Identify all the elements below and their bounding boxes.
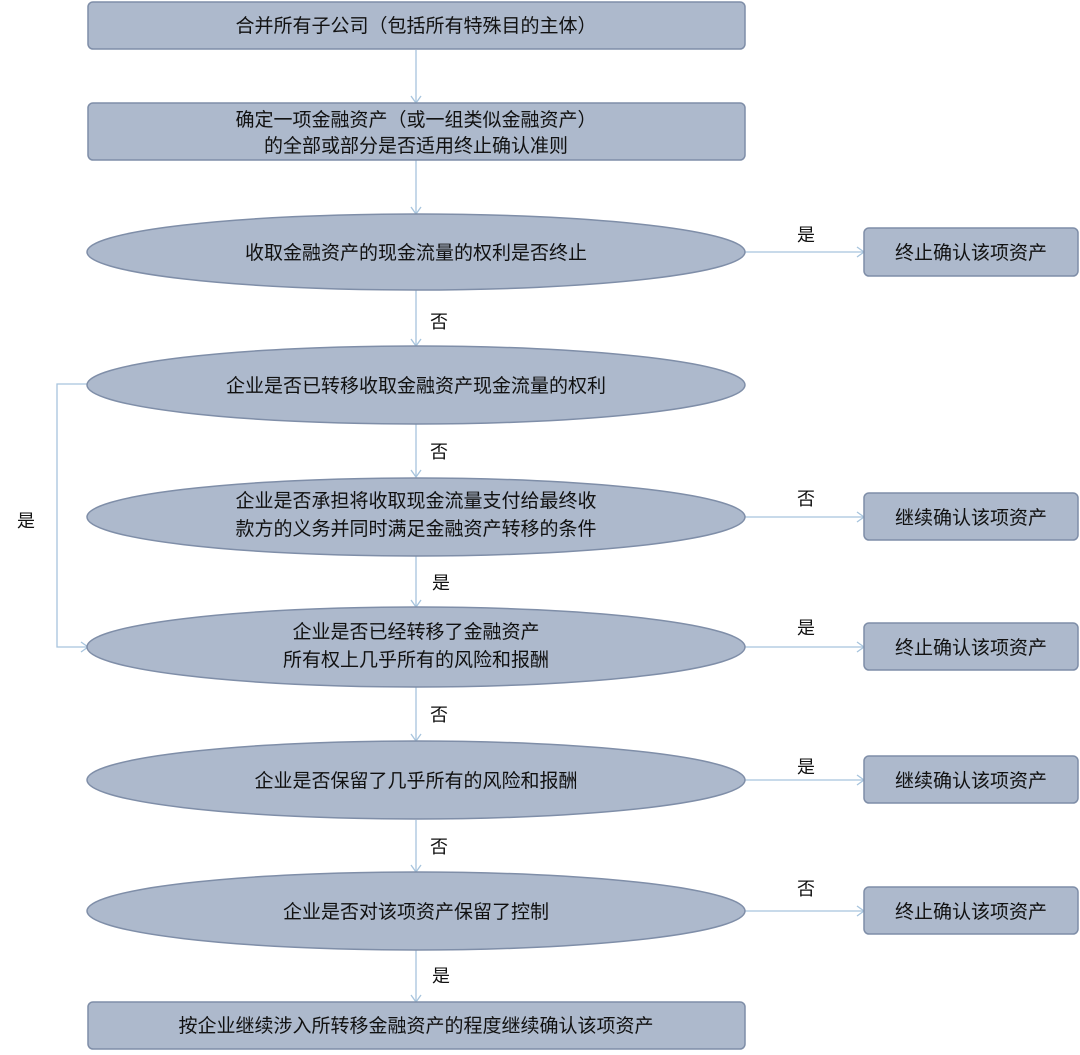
result-derecognize-3-label: 终止确认该项资产 <box>895 901 1047 923</box>
decision-pass-through-obligation <box>86 477 746 557</box>
result-continue-1 <box>863 492 1079 541</box>
edge-label-d1-no: 否 <box>430 312 448 333</box>
decision-risks-rewards-retained-label: 企业是否保留了几乎所有的风险和报酬 <box>254 770 577 792</box>
start-box-label: 合并所有子公司（包括所有特殊目的主体） <box>235 15 596 37</box>
connectors <box>56 50 866 1004</box>
edge-label-d5-yes: 是 <box>797 757 815 778</box>
continuing-involvement-box-label: 按企业继续涉入所转移金融资产的程度继续确认该项资产 <box>178 1015 653 1037</box>
decision-cashflow-rights-terminated-label: 收取金融资产的现金流量的权利是否终止 <box>245 242 587 264</box>
result-derecognize-3 <box>863 886 1079 935</box>
edge-label-d1-yes: 是 <box>797 225 815 246</box>
edge-label-d3-no: 否 <box>797 489 815 510</box>
edge-label-d2-no: 否 <box>430 442 448 463</box>
decision-cashflow-rights-terminated <box>86 213 746 291</box>
result-derecognize-2-label: 终止确认该项资产 <box>895 637 1047 659</box>
result-derecognize-2 <box>863 622 1079 671</box>
result-derecognize-1-label: 终止确认该项资产 <box>895 242 1047 264</box>
arrowhead <box>410 469 422 479</box>
decision-risks-rewards-transferred-label-line2: 所有权上几乎所有的风险和报酬 <box>283 649 549 671</box>
result-continue-2 <box>863 755 1079 804</box>
edge-label-d6-yes: 是 <box>432 966 450 987</box>
result-continue-2-label: 继续确认该项资产 <box>895 770 1047 792</box>
edge-label-d3-yes: 是 <box>432 573 450 594</box>
decision-risks-rewards-retained <box>86 740 746 820</box>
decision-rights-transferred-label: 企业是否已转移收取金融资产现金流量的权利 <box>226 375 606 397</box>
edge-label-d2-yes: 是 <box>17 511 35 532</box>
edge-labels: 是 否 是 否 否 是 是 否 是 否 否 是 <box>17 225 815 987</box>
result-continue-1-label: 继续确认该项资产 <box>895 507 1047 529</box>
decision-control-retained-label: 企业是否对该项资产保留了控制 <box>283 901 549 923</box>
continuing-involvement-box <box>87 1001 746 1050</box>
decision-pass-through-obligation-label-line1: 企业是否承担将收取现金流量支付给最终收 <box>235 490 596 512</box>
connector-d2-d4-loop <box>56 383 89 648</box>
edge-label-d6-no: 否 <box>797 879 815 900</box>
start-box <box>87 1 746 50</box>
scope-box-label-line2: 的全部或部分是否适用终止确认准则 <box>264 135 568 157</box>
decision-control-retained <box>86 871 746 951</box>
edge-label-d4-no: 否 <box>430 705 448 726</box>
decision-pass-through-obligation-label-line2: 款方的义务并同时满足金融资产转移的条件 <box>235 518 596 540</box>
decision-rights-transferred <box>86 345 746 425</box>
scope-box-label-line1: 确定一项金融资产（或一组类似金融资产） <box>235 109 596 131</box>
edge-label-d4-yes: 是 <box>797 618 815 639</box>
nodes: 合并所有子公司（包括所有特殊目的主体） 确定一项金融资产（或一组类似金融资产） … <box>86 1 1079 1050</box>
result-derecognize-1 <box>863 227 1079 277</box>
decision-risks-rewards-transferred-label-line1: 企业是否已经转移了金融资产 <box>292 621 539 643</box>
decision-risks-rewards-transferred <box>86 606 746 688</box>
scope-box <box>87 102 746 161</box>
edge-label-d5-no: 否 <box>430 837 448 858</box>
